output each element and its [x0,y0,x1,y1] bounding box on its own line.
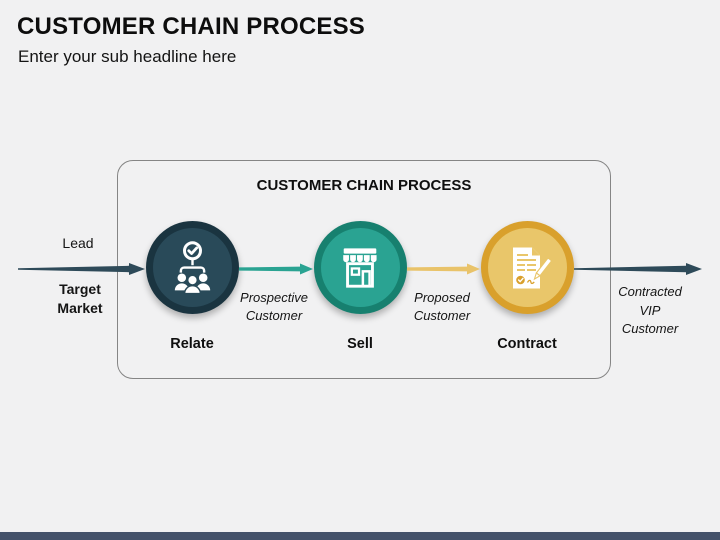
footer-accent-bar [0,532,720,540]
contracted-vip-customer-label: Contracted VIP Customer [618,284,682,336]
contract-signing-icon [513,247,551,288]
contract-circle-inner [487,228,567,307]
process-step-contract [467,221,587,314]
relate-step-label: Relate [170,336,214,352]
page-title: CUSTOMER CHAIN PROCESS [17,13,365,40]
target-market-label: Target Market [57,281,103,316]
sell-circle-inner [320,228,400,307]
page-subtitle: Enter your sub headline here [18,47,237,66]
proposed-customer-label: Proposed Customer [413,290,471,323]
process-step-relate [132,221,252,314]
sell-to-contract-arrow [407,263,480,275]
frame-title: CUSTOMER CHAIN PROCESS [256,177,472,194]
contract-circle [480,221,574,314]
team-leader-approved-icon [174,240,210,294]
contract-step-label: Contract [497,336,557,352]
relate-circle [145,221,239,314]
process-step-sell [300,221,420,314]
sell-circle [313,221,407,314]
storefront-icon [343,247,377,288]
relate-circle-inner [152,228,232,307]
relate-to-sell-arrow [239,263,313,275]
output-arrow [574,263,702,275]
lead-label: Lead [62,235,94,251]
prospective-customer-label: Prospective Customer [240,290,308,323]
sell-step-label: Sell [347,336,373,352]
input-arrow [18,263,145,275]
